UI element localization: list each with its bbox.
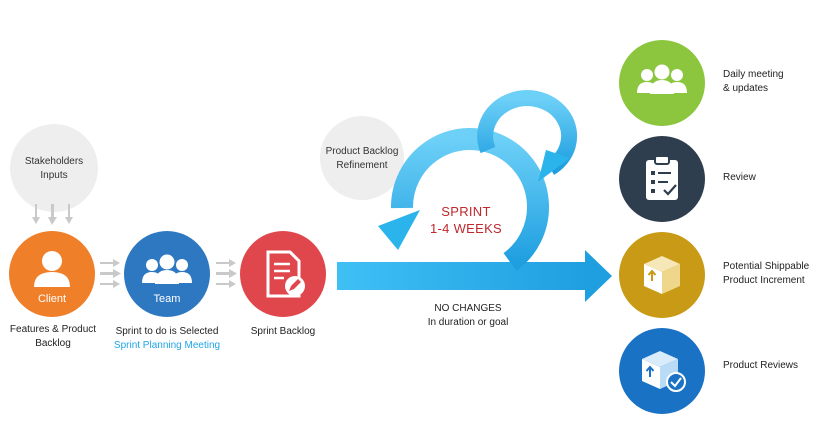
- stakeholders-label-line1: Stakeholders: [24, 156, 84, 167]
- outcome-review: [619, 136, 705, 222]
- sprint-flow-arrow: [337, 250, 612, 302]
- sprint-duration-label: SPRINT 1-4 WEEKS: [430, 203, 502, 237]
- document-edit-icon: [266, 250, 305, 298]
- connector-arrows-2: [216, 259, 237, 288]
- refinement-label-line1: Product Backlog: [325, 146, 399, 157]
- outcome-product-reviews: [619, 328, 705, 414]
- sprint-backlog-caption: Sprint Backlog: [250, 326, 316, 337]
- people-icon: [637, 64, 687, 94]
- refinement-label-line2: Refinement: [336, 160, 388, 171]
- box-icon: [644, 256, 680, 294]
- stakeholder-arrows: [32, 204, 73, 225]
- outcome-increment: [619, 232, 705, 318]
- outcome-daily-meeting: [619, 40, 705, 126]
- outcome-label-review: Review: [723, 171, 756, 185]
- outcome-1-line1: Review: [723, 172, 756, 183]
- outcome-label-increment: Potential Shippable Product Increment: [723, 260, 809, 288]
- client-circle-label: Client: [37, 293, 67, 305]
- person-icon: [34, 251, 70, 287]
- no-changes-note: NO CHANGES In duration or goal: [428, 302, 509, 330]
- sprint-label-line1: SPRINT: [441, 204, 491, 219]
- client-node: [9, 231, 95, 317]
- client-caption-line2: Backlog: [35, 338, 71, 349]
- stakeholders-circle: [10, 124, 98, 212]
- outcome-0-line1: Daily meeting: [723, 69, 784, 80]
- clipboard-icon: [646, 155, 678, 200]
- sprint-label-line2: 1-4 WEEKS: [429, 221, 503, 236]
- small-loop-arrow: [477, 90, 578, 182]
- outcome-label-product-reviews: Product Reviews: [723, 359, 798, 373]
- client-caption: Features & Product Backlog: [10, 323, 96, 351]
- stakeholders-label-line2: Inputs: [40, 170, 68, 181]
- outcome-2-line1: Potential Shippable: [723, 261, 810, 272]
- team-caption-line1: Sprint to do is Selected: [115, 326, 219, 337]
- sprint-planning-meeting-label: Sprint Planning Meeting: [113, 340, 221, 351]
- refinement-circle: [320, 116, 404, 200]
- sprint-backlog-circle: [240, 231, 326, 317]
- outcome-3-line1: Product Reviews: [723, 360, 799, 371]
- team-icon: [142, 254, 192, 284]
- refinement-label: Product Backlog Refinement: [326, 145, 399, 173]
- outcome-label-daily-meeting: Daily meeting & updates: [723, 68, 784, 96]
- connector-arrows-1: [100, 259, 121, 288]
- client-caption-line1: Features & Product: [9, 324, 97, 335]
- sprint-backlog-node: [240, 231, 326, 317]
- team-node: [124, 231, 210, 317]
- team-caption: Sprint to do is Selected Sprint Planning…: [114, 325, 220, 353]
- team-circle-label: Team: [153, 293, 181, 305]
- sprint-loop-arrow: [378, 128, 549, 271]
- box-check-icon: [642, 351, 686, 392]
- outcome-2-line2: Product Increment: [723, 275, 805, 286]
- no-changes-line2: In duration or goal: [427, 317, 509, 328]
- no-changes-line1: NO CHANGES: [434, 303, 502, 314]
- stakeholders-label: Stakeholders Inputs: [25, 155, 83, 183]
- outcome-0-line2: & updates: [723, 83, 769, 94]
